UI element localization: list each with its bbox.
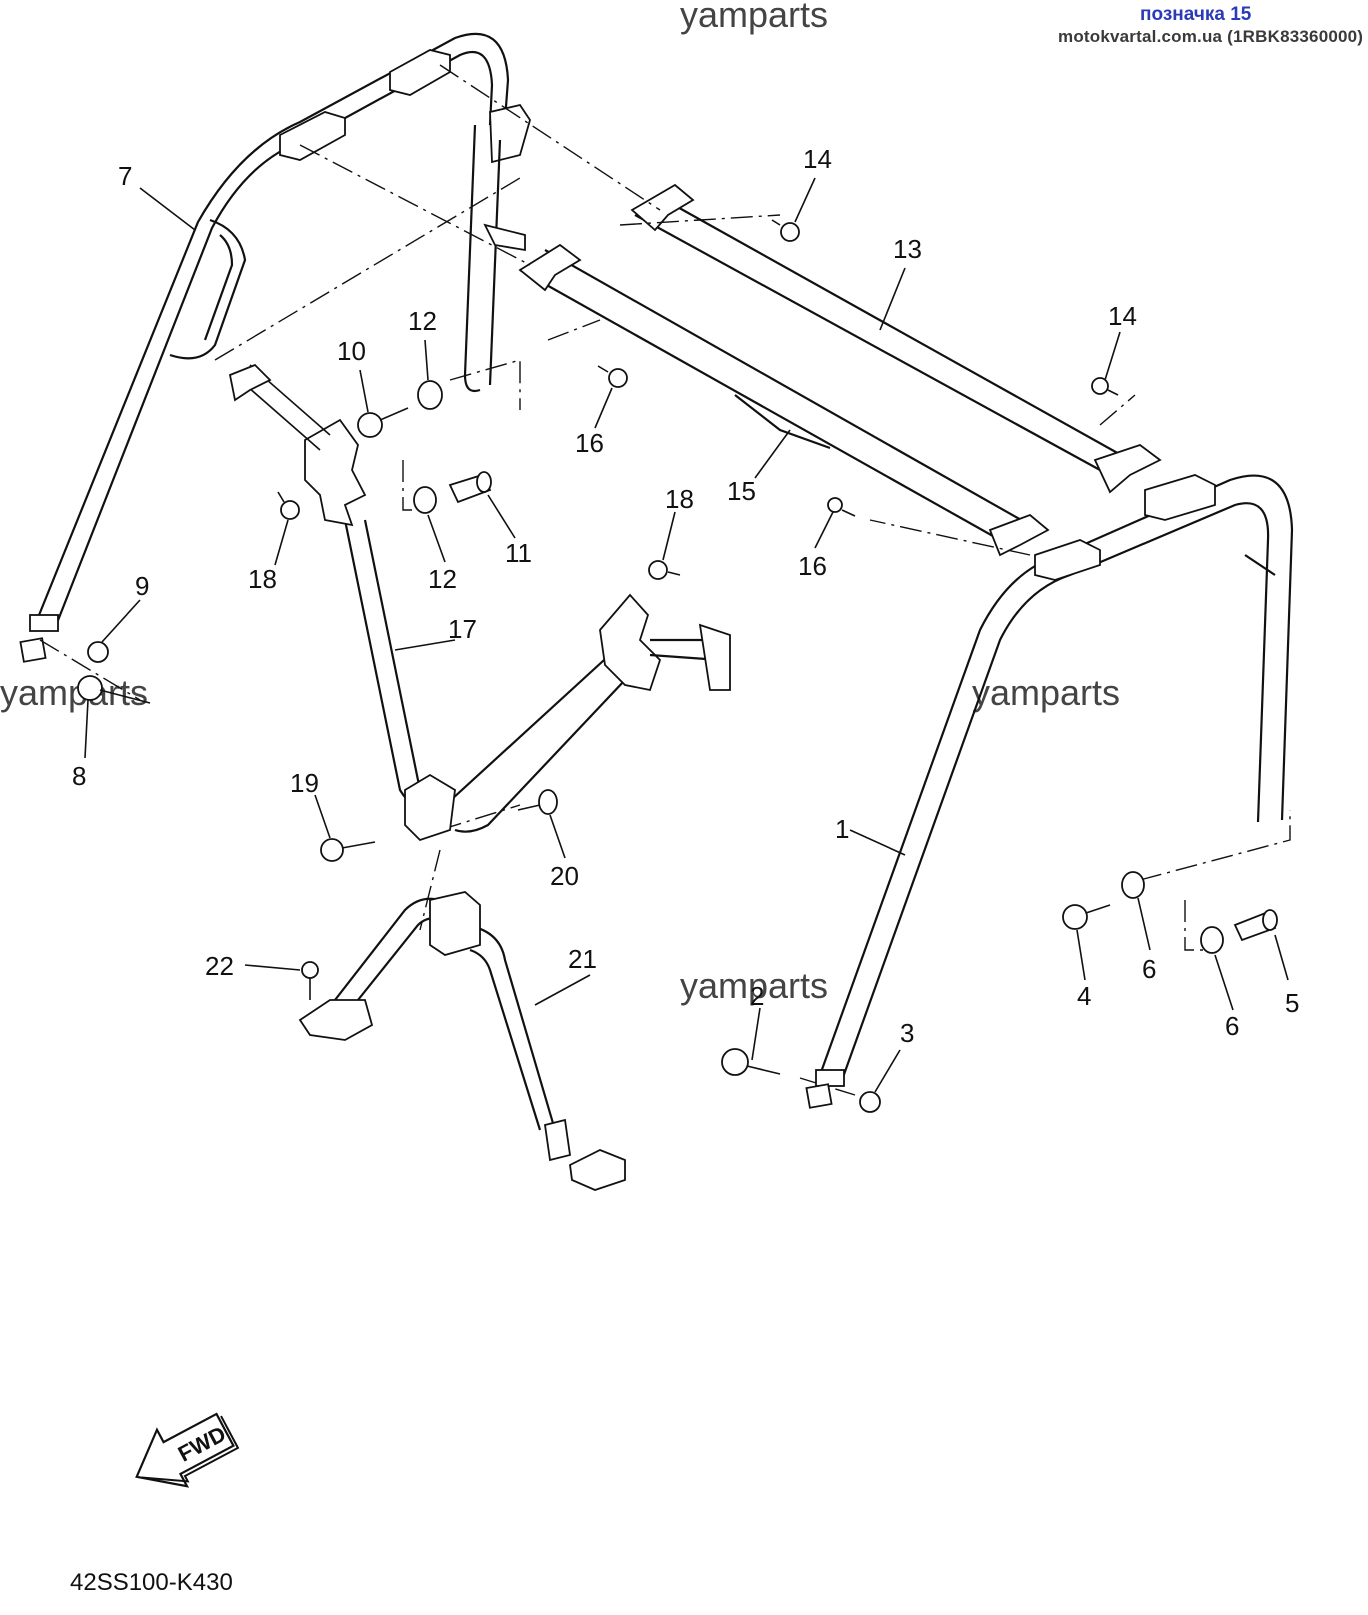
crossbar-13 [630, 183, 1162, 494]
callout-1: 1 [835, 814, 849, 844]
leader-lines [84, 177, 1289, 1093]
callout-15: 15 [727, 476, 756, 506]
callout-2: 2 [750, 981, 764, 1011]
callout-4: 4 [1077, 981, 1091, 1011]
callout-7: 7 [118, 161, 132, 191]
callout-13: 13 [893, 234, 922, 264]
callout-21: 21 [568, 944, 597, 974]
callout-18-right: 18 [665, 484, 694, 514]
upper-bracket-group [279, 49, 531, 164]
callout-16-right: 16 [798, 551, 827, 581]
watermark-bottom: yamparts [680, 965, 829, 1006]
watermark-right: yamparts [972, 672, 1121, 713]
callout-20: 20 [550, 861, 579, 891]
callout-17: 17 [448, 614, 477, 644]
callout-6-upper: 6 [1142, 954, 1156, 984]
callout-11: 11 [505, 538, 532, 568]
callout-14-right: 14 [1108, 301, 1137, 331]
callout-12-lower: 12 [428, 564, 457, 594]
callout-12-upper: 12 [408, 306, 437, 336]
diagram-code: 42SS100-K430 [70, 1569, 233, 1596]
lower-support-21 [298, 891, 626, 1191]
fwd-arrow-icon: FWD [135, 1412, 240, 1488]
diagonal-support-17 [228, 363, 731, 842]
diagram-reference-label: позначка 15 [1140, 4, 1252, 25]
callout-16-center: 16 [575, 428, 604, 458]
watermark-top: yamparts [680, 0, 829, 35]
callout-14-upper: 14 [803, 144, 832, 174]
fastener-group [77, 219, 1278, 1113]
callout-6-lower: 6 [1225, 1011, 1239, 1041]
crossbar-15 [518, 243, 1050, 557]
callout-9: 9 [135, 571, 149, 601]
callout-19: 19 [290, 768, 319, 798]
callout-10: 10 [337, 336, 366, 366]
callout-3: 3 [900, 1018, 914, 1048]
source-site-label: motokvartal.com.ua (1RBK83360000) [1058, 27, 1364, 46]
callout-8: 8 [72, 761, 86, 791]
callout-labels: 7 14 13 14 12 10 16 15 18 11 16 18 12 9 … [72, 144, 1299, 1048]
callout-22: 22 [205, 951, 234, 981]
callout-5: 5 [1285, 988, 1299, 1018]
watermark-left: yamparts [0, 672, 149, 713]
callout-18-left: 18 [248, 564, 277, 594]
front-roll-bar-right [805, 474, 1294, 1109]
assembly-guide-lines [39, 64, 1291, 1096]
